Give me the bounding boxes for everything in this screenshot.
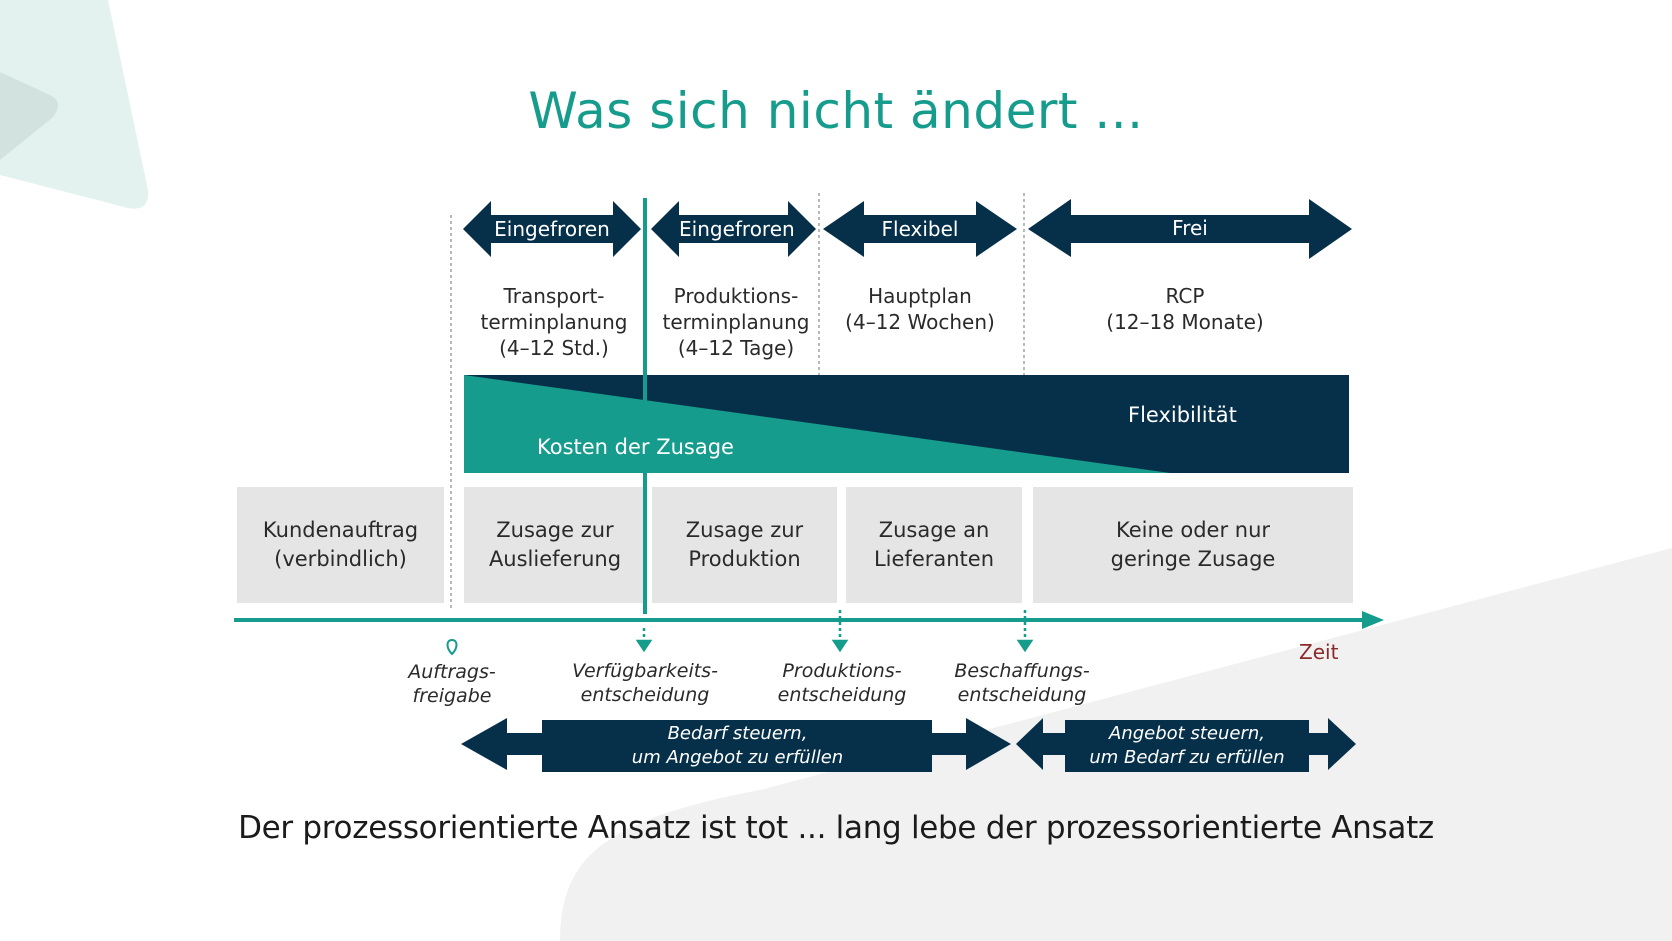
- decision-marker-2: [635, 628, 653, 653]
- slide-tagline: Der prozessorientierte Ansatz ist tot ..…: [238, 810, 1434, 846]
- commitment-box-1: [237, 487, 444, 603]
- decision-marker-3: [831, 610, 849, 653]
- commitment-box-5: [1033, 487, 1353, 603]
- commitment-customer-order: Kundenauftrag(verbindlich): [262, 518, 419, 571]
- decision-procurement: Beschaffungs-entscheidung: [954, 660, 1090, 706]
- decision-marker-1: [446, 638, 458, 656]
- horizon-master-plan: Hauptplan (4–12 Wochen): [845, 284, 995, 334]
- phase-label-2: Eingefroren: [679, 217, 795, 241]
- phase-arrow-3: [823, 201, 1017, 257]
- steer-demand-label: Bedarf steuern,um Angebot zu erfüllen: [631, 723, 844, 768]
- horizon-production: Produktions- terminplanung (4–12 Tage): [662, 284, 810, 360]
- steer-demand-arrow: [461, 718, 1011, 772]
- decision-marker-4: [1016, 610, 1034, 653]
- slide-title: Was sich nicht ändert ...: [528, 82, 1144, 140]
- time-axis-arrowhead: [1362, 611, 1384, 629]
- decision-availability: Verfügbarkeits-entscheidung: [572, 660, 718, 706]
- horizon-transport: Transport- terminplanung (4–12 Std.): [480, 284, 628, 360]
- phase-label-1: Eingefroren: [494, 217, 610, 241]
- time-axis-label: Zeit: [1299, 640, 1339, 664]
- steer-supply-arrow: [1016, 718, 1356, 772]
- cost-wedge: [464, 375, 1170, 473]
- corner-triangle-dark: [0, 72, 58, 160]
- phase-arrow-2: [651, 201, 816, 257]
- commitment-box-2: [464, 487, 646, 603]
- decision-production: Produktions-entscheidung: [777, 660, 907, 706]
- decision-order-release: Auftrags-freigabe: [408, 661, 496, 707]
- commitment-box-3: [652, 487, 837, 603]
- phase-arrow-1: [463, 201, 641, 257]
- flexibility-label: Flexibilität: [1128, 403, 1237, 427]
- phase-arrow-4: [1028, 199, 1352, 259]
- corner-triangle-light: [0, 0, 149, 209]
- steer-supply-label: Angebot steuern,um Bedarf zu erfüllen: [1089, 723, 1285, 768]
- cost-label: Kosten der Zusage: [537, 435, 734, 459]
- phase-label-3: Flexibel: [881, 217, 959, 241]
- phase-label-4: Frei: [1172, 216, 1208, 240]
- horizon-rcp: RCP (12–18 Monate): [1106, 284, 1264, 334]
- commitment-box-4: [846, 487, 1022, 603]
